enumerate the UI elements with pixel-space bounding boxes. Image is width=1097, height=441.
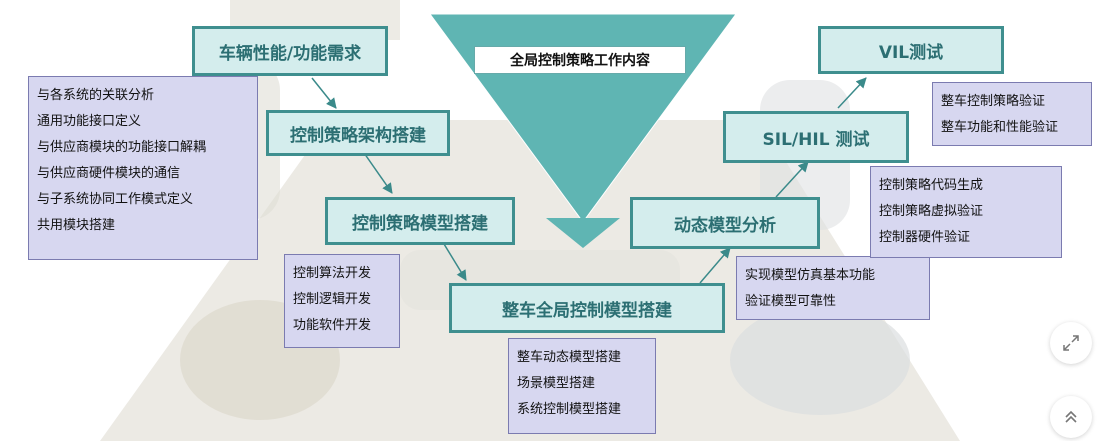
list-item: 整车功能和性能验证	[941, 120, 1059, 135]
list-item: 控制算法开发	[293, 266, 372, 281]
list-item: 功能软件开发	[293, 318, 372, 333]
list-item: 与各系统的关联分析	[37, 88, 155, 103]
node-sil-hil-test: SIL/HIL 测试	[723, 111, 909, 163]
list-item: 与供应商模块的功能接口解耦	[37, 140, 207, 155]
list-item: 通用功能接口定义	[37, 114, 142, 129]
list-item: 控制器硬件验证	[879, 230, 971, 245]
arrow-arch-to-model	[361, 149, 393, 194]
expand-icon	[1063, 335, 1079, 351]
node-architecture-build: 控制策略架构搭建	[266, 110, 450, 156]
arrow-req-to-arch	[311, 77, 337, 109]
list-item: 实现模型仿真基本功能	[745, 268, 876, 283]
list-global-model-details: 整车动态模型搭建 场景模型搭建 系统控制模型搭建	[508, 338, 656, 434]
list-item: 验证模型可靠性	[745, 294, 837, 309]
expand-button[interactable]	[1050, 322, 1092, 364]
node-global-model-build: 整车全局控制模型搭建	[449, 283, 725, 333]
scroll-top-button[interactable]	[1050, 396, 1092, 438]
list-dynamic-details: 实现模型仿真基本功能 验证模型可靠性	[736, 256, 930, 320]
list-item: 整车控制策略验证	[941, 94, 1046, 109]
node-model-build: 控制策略模型搭建	[325, 197, 515, 245]
node-vil-test: VIL测试	[818, 26, 1004, 74]
list-item: 系统控制模型搭建	[517, 402, 622, 417]
list-requirement-details: 与各系统的关联分析 通用功能接口定义 与供应商模块的功能接口解耦 与供应商硬件模…	[28, 76, 258, 260]
list-item: 控制策略虚拟验证	[879, 204, 984, 219]
list-item: 与供应商硬件模块的通信	[37, 166, 181, 181]
list-item: 与子系统协同工作模式定义	[37, 192, 194, 207]
list-item: 共用模块搭建	[37, 218, 116, 233]
arrow-sil-to-vil	[837, 77, 867, 109]
list-sil-details: 控制策略代码生成 控制策略虚拟验证 控制器硬件验证	[870, 166, 1062, 258]
arrow-global-to-dynamic	[699, 247, 731, 284]
chevron-up-double-icon	[1065, 410, 1077, 423]
triangle-tip	[546, 218, 620, 248]
list-item: 整车动态模型搭建	[517, 350, 622, 365]
list-model-details: 控制算法开发 控制逻辑开发 功能软件开发	[284, 254, 400, 348]
node-dynamic-analysis: 动态模型分析	[630, 197, 820, 249]
list-vil-details: 整车控制策略验证 整车功能和性能验证	[932, 82, 1092, 146]
list-item: 控制策略代码生成	[879, 178, 984, 193]
list-item: 场景模型搭建	[517, 376, 596, 391]
node-vehicle-requirements: 车辆性能/功能需求	[192, 26, 388, 76]
arrow-model-to-global	[443, 243, 467, 281]
list-item: 控制逻辑开发	[293, 292, 372, 307]
center-title: 全局控制策略工作内容	[474, 46, 686, 74]
arrow-dynamic-to-sil	[775, 161, 809, 198]
